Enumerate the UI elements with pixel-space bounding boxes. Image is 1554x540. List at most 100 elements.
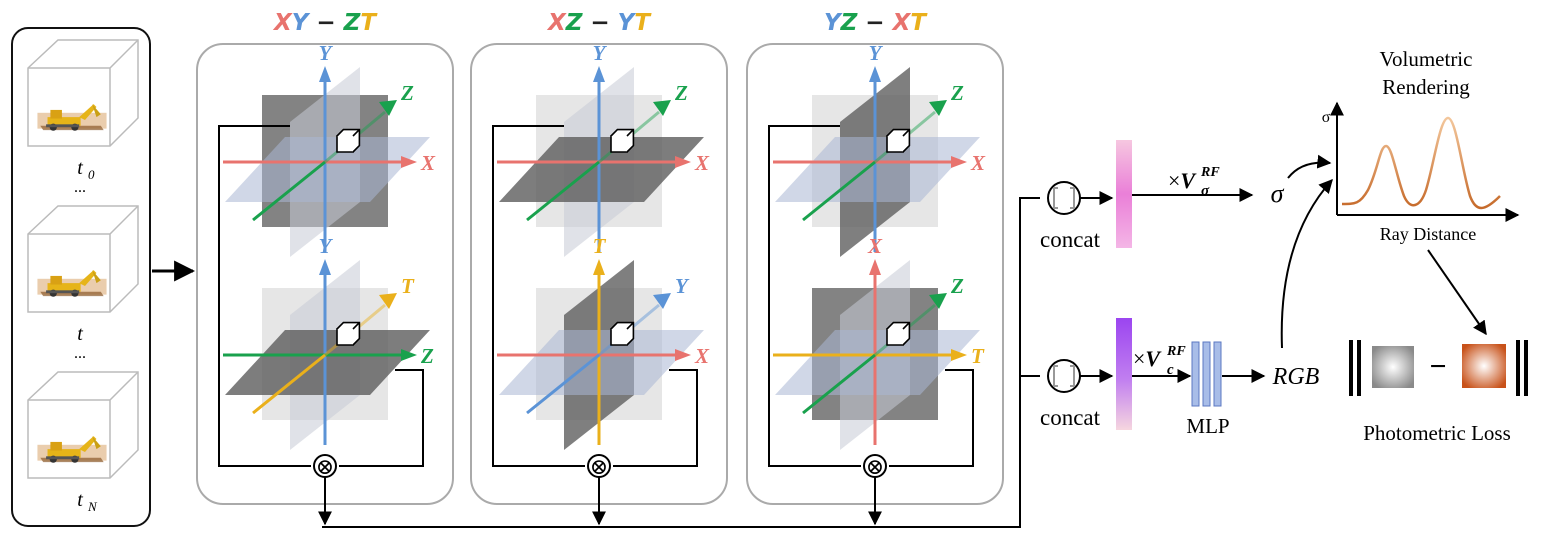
rendered-patch <box>1372 346 1414 388</box>
plane-column: XY − ZT Y X Z Y Z T ⊗ <box>196 10 454 526</box>
ellipsis: ... <box>74 179 86 196</box>
bracket-icon <box>1053 365 1075 387</box>
axis-label: X <box>694 151 710 175</box>
concat-node-top <box>1047 181 1081 215</box>
axis-label: T <box>401 274 415 298</box>
sigma-to-plot-arrow <box>1287 154 1332 179</box>
rgb-to-plot-arrow <box>1280 178 1333 349</box>
bracket-icon <box>1053 187 1075 209</box>
loss-minus: − <box>1429 350 1446 383</box>
svg-text:RF: RF <box>1166 344 1186 359</box>
plane-decomposition: X T Z <box>773 234 985 450</box>
otimes-symbol: ⊗ <box>316 454 334 479</box>
column-title: YZ − XT <box>824 10 928 36</box>
column-title: XY − ZT <box>272 10 378 36</box>
svg-text:σ: σ <box>1201 183 1210 199</box>
v-c-label: ×V c RF <box>1133 344 1186 378</box>
plane-decomposition: Y X Z <box>497 41 710 257</box>
plane-decomposition: T X Y <box>497 234 710 450</box>
frame-subscript: N <box>87 499 98 514</box>
feature-wire-bottom <box>339 369 424 467</box>
feature-bar-density <box>1116 140 1132 248</box>
plot-to-loss-arrow <box>1427 249 1487 336</box>
sample-point-cube <box>336 321 361 346</box>
feature-bar-color <box>1116 318 1132 430</box>
sigma-symbol: σ <box>1271 179 1285 208</box>
axis-label: X <box>970 151 986 175</box>
axis-diagonal <box>252 160 326 222</box>
rgb-label: RGB <box>1272 364 1320 390</box>
axis-label: Z <box>400 81 414 105</box>
axis-label: Y <box>593 41 608 65</box>
axis-label: Y <box>319 41 334 65</box>
axis-label: X <box>867 234 883 258</box>
concat-label-bottom: concat <box>1040 405 1101 430</box>
frame-label: t <box>77 157 83 179</box>
feature-wire-top <box>218 125 311 467</box>
product-node: ⊗ <box>313 454 337 479</box>
feature-wire-bottom <box>889 369 974 467</box>
axis-label: T <box>593 234 607 258</box>
axis-label: Z <box>950 81 964 105</box>
feature-wire-top <box>492 125 585 467</box>
frame-label: t <box>77 489 83 511</box>
axis-label: Y <box>675 274 690 298</box>
otimes-symbol: ⊗ <box>866 454 884 479</box>
vr-title-line1: Volumetric <box>1380 47 1473 71</box>
concat-label-top: concat <box>1040 227 1101 252</box>
axis-label: Y <box>319 234 334 258</box>
feature-wire-bottom <box>613 369 698 467</box>
vr-title-line2: Rendering <box>1382 75 1470 99</box>
axis-label: Z <box>674 81 688 105</box>
plane-decomposition: Y X Z <box>223 41 436 257</box>
product-node: ⊗ <box>863 454 887 479</box>
concat-color-branch: concat ×V c RF MLP RGB <box>1040 318 1320 438</box>
plot-x-label: Ray Distance <box>1380 224 1476 244</box>
sample-point-cube <box>886 128 911 153</box>
axis-label: X <box>420 151 436 175</box>
svg-text:RF: RF <box>1200 165 1220 180</box>
axis-diagonal <box>252 353 326 415</box>
frame-cube: t... <box>27 205 139 362</box>
aggregation-bus <box>322 197 1040 528</box>
otimes-symbol: ⊗ <box>590 454 608 479</box>
mlp-label: MLP <box>1186 414 1229 438</box>
feature-wire-top <box>768 125 861 467</box>
plane-column: XZ − YT Y X Z T X Y ⊗ <box>470 10 728 526</box>
frame-subscript: 0 <box>88 167 95 182</box>
axis-diagonal <box>526 160 600 222</box>
axis-label: Z <box>950 274 964 298</box>
v-sigma-label: ×V σ RF <box>1168 165 1220 199</box>
mlp-block <box>1191 341 1222 407</box>
axis-label: X <box>694 344 710 368</box>
plot-y-label: σ <box>1322 109 1331 126</box>
svg-text:c: c <box>1167 362 1174 378</box>
sample-point-cube <box>886 321 911 346</box>
svg-text:×V: ×V <box>1168 168 1197 193</box>
volumetric-rendering-plot: Volumetric Rendering σ Ray Distance <box>1322 47 1520 244</box>
plane-decomposition: Y X Z <box>773 41 986 257</box>
density-curve <box>1341 116 1501 210</box>
axis-label: Y <box>869 41 884 65</box>
frame-label: t <box>77 323 83 345</box>
svg-text:×V: ×V <box>1133 346 1162 371</box>
sample-point-cube <box>336 128 361 153</box>
axis-label: Z <box>420 344 434 368</box>
photometric-loss: − Photometric Loss <box>1349 340 1528 445</box>
concat-node-bottom <box>1047 359 1081 393</box>
axis-diagonal <box>802 353 876 415</box>
sample-point-cube <box>610 321 635 346</box>
photometric-loss-label: Photometric Loss <box>1363 421 1511 445</box>
plane-column: YZ − XT Y X Z X T Z ⊗ <box>746 10 1004 526</box>
axis-diagonal <box>526 353 600 415</box>
sample-point-cube <box>610 128 635 153</box>
concat-sigma-branch: concat ×V σ RF σ <box>1040 140 1285 252</box>
column-title: XZ − YT <box>546 10 652 36</box>
axis-label: T <box>971 344 985 368</box>
gt-patch <box>1462 344 1506 388</box>
ellipsis: ... <box>74 345 86 362</box>
plane-decomposition: Y Z T <box>223 234 434 450</box>
